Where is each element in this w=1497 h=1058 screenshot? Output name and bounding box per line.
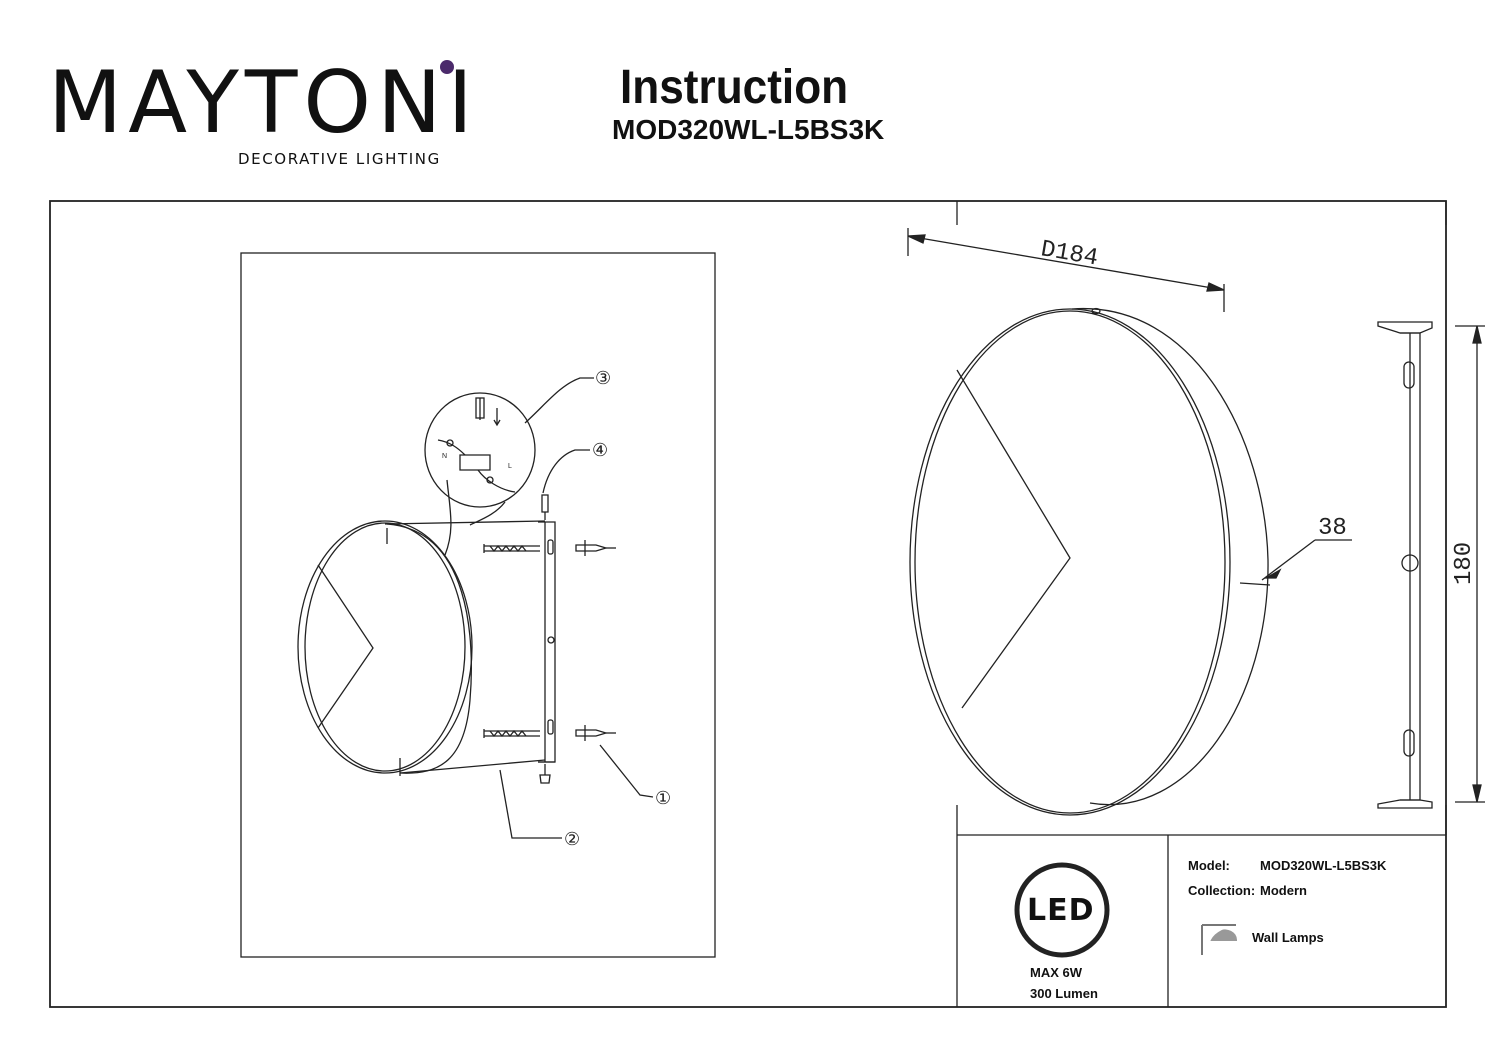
collection-value: Modern [1260, 883, 1307, 898]
brand-tagline: DECORATIVE LIGHTING [238, 150, 441, 168]
type-value: Wall Lamps [1252, 930, 1324, 945]
wall-lamp-icon [1201, 924, 1238, 955]
brand-logo-dot [440, 60, 454, 74]
callout-1: ① [655, 788, 671, 809]
wiring-label-l: L [508, 463, 512, 470]
leader-4 [542, 449, 590, 494]
screw-top [483, 544, 540, 553]
collection-label: Collection: [1188, 883, 1256, 898]
assembly-bracket [538, 521, 556, 763]
callout-2: ② [564, 829, 580, 850]
leader-2 [499, 769, 562, 839]
dowel-top [575, 540, 616, 556]
set-screw-bottom [539, 764, 551, 784]
assembly-lamp [297, 520, 546, 776]
dowel-bottom [575, 725, 616, 741]
max-power: MAX 6W [1030, 965, 1082, 980]
elevation-bracket [1377, 321, 1433, 809]
dim-diameter-label: D184 [1039, 236, 1100, 272]
dimension-depth [1239, 539, 1352, 586]
dimension-diameter [907, 228, 1225, 312]
leader-1 [599, 744, 654, 798]
leader-3 [524, 377, 594, 424]
page-title: Instruction [620, 61, 849, 114]
callout-3: ③ [595, 368, 611, 389]
callout-4: ④ [592, 440, 608, 461]
dim-depth-label: 38 [1318, 515, 1347, 542]
dimension-height [1455, 325, 1485, 803]
dim-height-label: 180 [1451, 542, 1478, 585]
wiring-label-n: N [442, 453, 447, 460]
led-badge-text: LED [1027, 893, 1095, 928]
lumen-value: 300 Lumen [1030, 986, 1098, 1001]
drawing-frame [49, 200, 1447, 1008]
set-screw-top [541, 494, 549, 520]
wiring-detail [424, 392, 536, 556]
assembly-panel [240, 252, 716, 958]
elevation-lamp [909, 307, 1269, 816]
model-value: MOD320WL-L5BS3K [1260, 858, 1387, 873]
screw-bottom [483, 729, 540, 738]
model-code: MOD320WL-L5BS3K [612, 114, 885, 145]
model-label: Model: [1188, 858, 1230, 873]
led-badge [1014, 862, 1110, 958]
brand-logo: MAYTONI [48, 53, 479, 153]
